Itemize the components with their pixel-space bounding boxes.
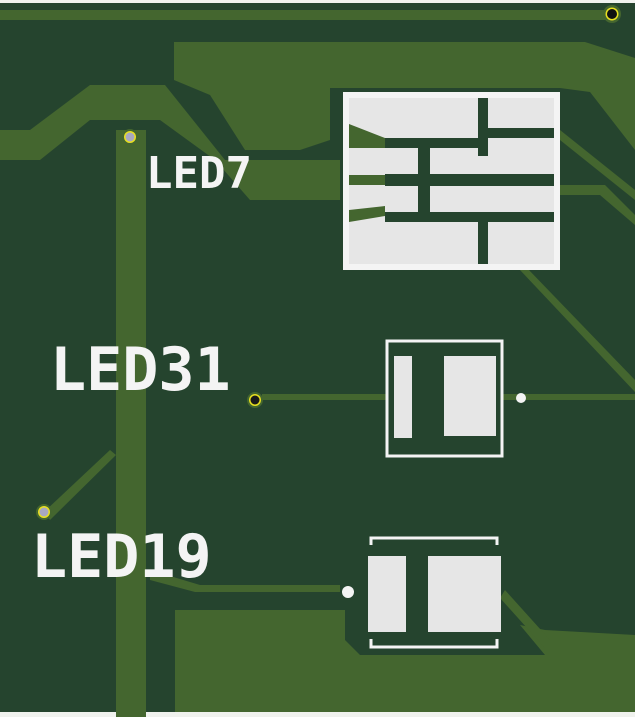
led31-footprint[interactable]	[385, 339, 526, 458]
copper-trace-top	[0, 10, 605, 20]
led7-pad-copper-3	[349, 206, 385, 222]
led31-pin1-marker	[516, 393, 526, 403]
vias	[36, 5, 621, 520]
copper-trace-led19-left	[150, 570, 340, 592]
copper-trace-led19-diag	[44, 450, 116, 520]
copper-trace-led31-left	[262, 394, 386, 400]
copper-trace-diag-right	[520, 268, 635, 392]
copper-trace-right-1	[560, 130, 635, 200]
led31-reference-label: LED31	[50, 335, 231, 405]
via-icon	[36, 504, 52, 520]
led7-footprint[interactable]	[343, 92, 560, 270]
led7-pad-copper-1	[349, 124, 385, 148]
copper-trace-right-2	[560, 185, 635, 225]
bottom-border	[0, 712, 635, 717]
via-icon	[603, 5, 621, 23]
led19-footprint[interactable]	[342, 536, 501, 649]
via-icon	[122, 129, 138, 145]
via-icon	[247, 392, 263, 408]
top-border	[0, 0, 635, 3]
copper-pour-bottom	[175, 610, 635, 712]
copper-pour-top	[174, 42, 635, 150]
led7-pad-gaps	[385, 98, 554, 264]
led31-pad-1	[394, 356, 412, 438]
led19-silkscreen-outline	[369, 536, 499, 649]
led19-pin1-marker	[342, 586, 354, 598]
led7-reference-label: LED7	[146, 148, 252, 199]
led31-silkscreen-outline	[385, 339, 504, 458]
led19-pad-2	[428, 556, 501, 632]
copper-trace-vertical	[116, 130, 146, 717]
copper-trace-led7	[0, 85, 340, 200]
led31-pad-2	[444, 356, 496, 436]
led19-pad-1	[368, 556, 406, 632]
copper-trace-led31-right	[503, 394, 635, 400]
led7-pad-copper-2	[349, 175, 385, 185]
copper-layer	[0, 10, 635, 717]
copper-trace-led19-right	[500, 590, 635, 648]
led19-reference-label: LED19	[31, 522, 212, 592]
